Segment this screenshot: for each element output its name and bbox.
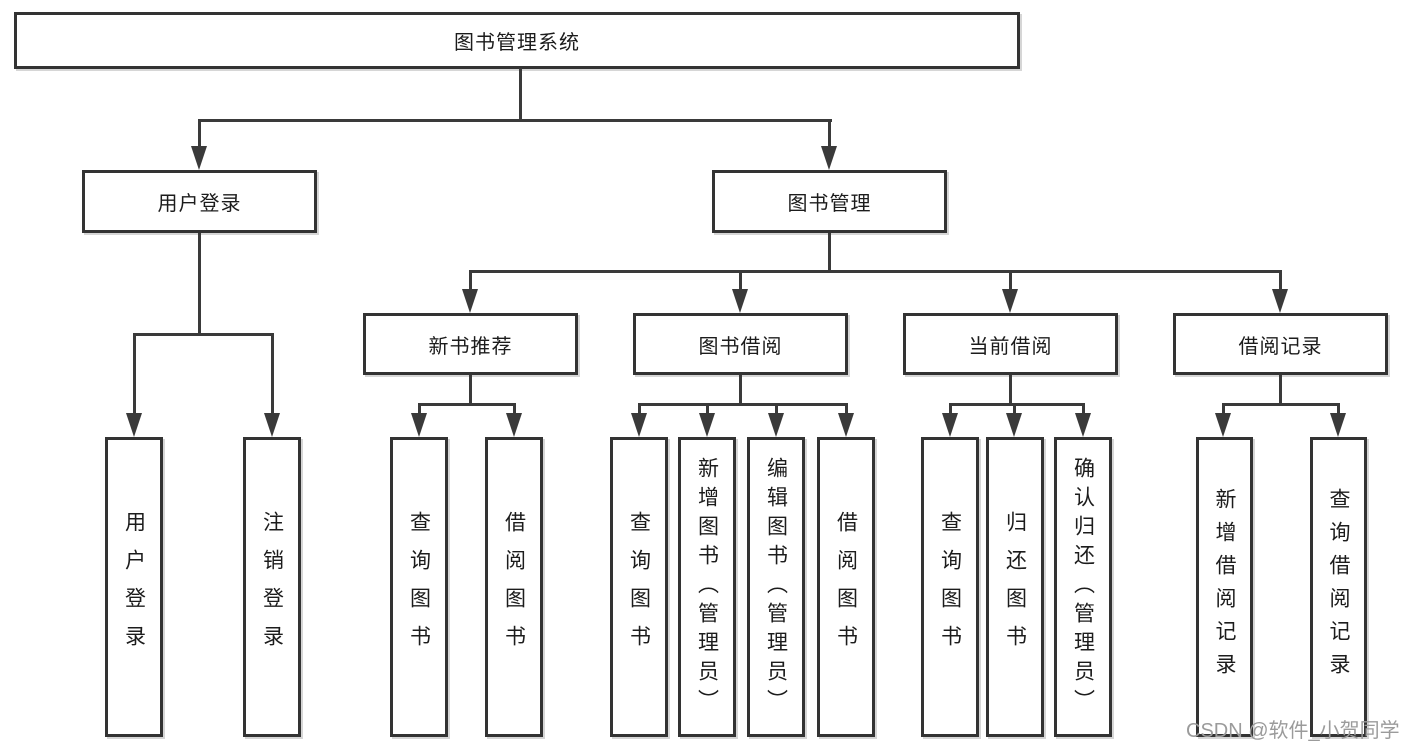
leaf-query-books-current: 查询图书 xyxy=(921,437,979,737)
connector-vline xyxy=(1082,403,1085,417)
connector-vline xyxy=(519,68,522,121)
connector-vline xyxy=(1337,403,1340,417)
leaf-borrow-books-recommend: 借阅图书 xyxy=(485,437,543,737)
arrowhead-down-icon xyxy=(264,413,280,437)
connector-vline xyxy=(198,233,201,336)
connector-vline xyxy=(845,403,848,417)
leaf-label: 查询借阅记录 xyxy=(1327,488,1350,686)
node-new-book-recommend: 新书推荐 xyxy=(363,313,578,375)
connector-vline xyxy=(1009,375,1012,406)
leaf-label: 编辑图书（管理员） xyxy=(764,456,788,718)
arrowhead-down-icon xyxy=(768,413,784,437)
node-library-system: 图书管理系统 xyxy=(14,12,1020,69)
leaf-label: 查询图书 xyxy=(938,511,962,663)
node-book-management: 图书管理 xyxy=(712,170,947,233)
leaf-edit-book-admin: 编辑图书（管理员） xyxy=(747,437,805,737)
connector-hline xyxy=(1222,403,1340,406)
arrowhead-down-icon xyxy=(821,146,837,170)
leaf-label: 新增借阅记录 xyxy=(1213,488,1236,686)
leaf-query-borrow-record: 查询借阅记录 xyxy=(1310,437,1367,737)
node-book-borrowing: 图书借阅 xyxy=(633,313,848,375)
connector-hline xyxy=(133,333,274,336)
node-label: 借阅记录 xyxy=(1238,335,1323,358)
node-label: 图书管理系统 xyxy=(454,32,580,54)
arrowhead-down-icon xyxy=(1272,289,1288,313)
leaf-add-borrow-record: 新增借阅记录 xyxy=(1196,437,1253,737)
leaf-add-book-admin: 新增图书（管理员） xyxy=(678,437,736,737)
arrowhead-down-icon xyxy=(191,146,207,170)
connector-vline xyxy=(1222,403,1225,417)
node-current-borrowing: 当前借阅 xyxy=(903,313,1118,375)
leaf-query-books-recommend: 查询图书 xyxy=(390,437,448,737)
connector-hline xyxy=(638,403,848,406)
leaf-return-book: 归还图书 xyxy=(986,437,1044,737)
leaf-borrow-books-borrowing: 借阅图书 xyxy=(817,437,875,737)
connector-vline xyxy=(418,403,421,417)
leaf-query-books-borrowing: 查询图书 xyxy=(610,437,668,737)
arrowhead-down-icon xyxy=(942,413,958,437)
arrowhead-down-icon xyxy=(1002,289,1018,313)
arrowhead-down-icon xyxy=(1215,413,1231,437)
connector-vline xyxy=(739,375,742,406)
leaf-user-login: 用户登录 xyxy=(105,437,163,737)
connector-vline xyxy=(133,333,136,415)
connector-vline xyxy=(775,403,778,417)
connector-vline xyxy=(1013,403,1016,417)
leaf-label: 用户登录 xyxy=(122,511,146,663)
node-label: 图书借阅 xyxy=(698,335,783,358)
arrowhead-down-icon xyxy=(411,413,427,437)
connector-hline xyxy=(418,403,516,406)
connector-vline xyxy=(469,375,472,406)
arrowhead-down-icon xyxy=(126,413,142,437)
leaf-logout: 注销登录 xyxy=(243,437,301,737)
arrowhead-down-icon xyxy=(1006,413,1022,437)
leaf-label: 查询图书 xyxy=(407,511,431,663)
arrowhead-down-icon xyxy=(462,289,478,313)
leaf-label: 注销登录 xyxy=(260,511,284,663)
leaf-label: 确认归还（管理员） xyxy=(1071,456,1095,718)
arrowhead-down-icon xyxy=(631,413,647,437)
connector-vline xyxy=(1279,270,1282,293)
connector-hline xyxy=(949,403,1085,406)
node-user-login: 用户登录 xyxy=(82,170,317,233)
connector-vline xyxy=(638,403,641,417)
connector-hline xyxy=(198,119,832,122)
watermark: CSDN @软件_小贺同学 xyxy=(1186,720,1400,742)
connector-vline xyxy=(739,270,742,293)
connector-vline xyxy=(469,270,472,293)
leaf-confirm-return-admin: 确认归还（管理员） xyxy=(1054,437,1112,737)
leaf-label: 借阅图书 xyxy=(834,511,858,663)
connector-hline xyxy=(469,270,1282,273)
connector-vline xyxy=(271,333,274,415)
arrowhead-down-icon xyxy=(699,413,715,437)
connector-vline xyxy=(949,403,952,417)
leaf-label: 借阅图书 xyxy=(502,511,526,663)
connector-vline xyxy=(706,403,709,417)
connector-vline xyxy=(198,119,201,149)
leaf-label: 查询图书 xyxy=(627,511,651,663)
node-label: 新书推荐 xyxy=(428,335,513,358)
leaf-label: 归还图书 xyxy=(1003,511,1027,663)
node-label: 图书管理 xyxy=(787,193,872,215)
node-label: 当前借阅 xyxy=(968,335,1053,358)
arrowhead-down-icon xyxy=(1330,413,1346,437)
connector-vline xyxy=(1009,270,1012,293)
connector-vline xyxy=(1279,375,1282,406)
arrowhead-down-icon xyxy=(506,413,522,437)
node-borrowing-records: 借阅记录 xyxy=(1173,313,1388,375)
connector-vline xyxy=(513,403,516,417)
arrowhead-down-icon xyxy=(838,413,854,437)
connector-vline xyxy=(828,119,831,149)
arrowhead-down-icon xyxy=(1075,413,1091,437)
connector-vline xyxy=(828,233,831,273)
arrowhead-down-icon xyxy=(732,289,748,313)
node-label: 用户登录 xyxy=(157,193,242,215)
leaf-label: 新增图书（管理员） xyxy=(695,456,719,718)
